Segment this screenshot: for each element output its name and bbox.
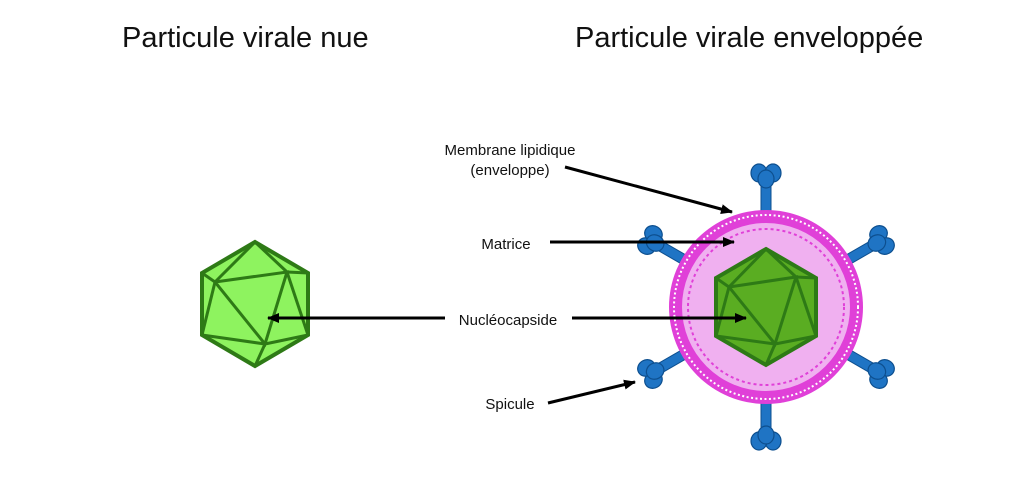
title-naked-particle: Particule virale nue xyxy=(122,22,369,54)
enveloped-virus-particle xyxy=(637,163,895,451)
naked-capsid-icon xyxy=(200,239,310,369)
title-enveloped-particle: Particule virale enveloppée xyxy=(575,22,924,54)
spikes-group xyxy=(637,163,895,451)
label-membrane-line1: Membrane lipidique xyxy=(445,142,576,159)
spike-icon xyxy=(750,163,782,228)
label-matrice: Matrice xyxy=(481,236,530,253)
spike-icon xyxy=(750,386,782,451)
label-membrane-line2: (enveloppe) xyxy=(470,162,549,179)
membrane-inner-line xyxy=(680,221,852,393)
label-spicule: Spicule xyxy=(485,396,534,413)
arrow-membrane xyxy=(564,165,733,214)
membrane-pattern xyxy=(673,214,859,400)
arrow-spicule xyxy=(547,379,636,405)
matrix-ring xyxy=(687,228,845,386)
label-nucleocapside: Nucléocapside xyxy=(459,312,557,329)
nucleocapsid-icon xyxy=(714,246,818,368)
